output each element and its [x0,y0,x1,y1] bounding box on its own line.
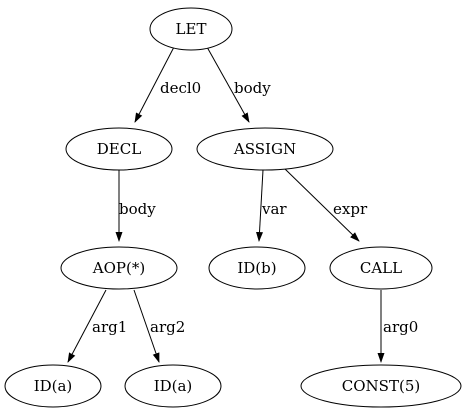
edge-aop-ida-right-line [133,289,160,363]
edge-assign-call: expr [284,168,368,242]
node-id-b-label: ID(b) [237,259,276,277]
node-decl: DECL [65,127,173,171]
node-decl-shape [65,127,173,171]
edge-let-assign-line [206,46,250,123]
node-id-a-left-shape [4,364,102,408]
node-call-shape [329,246,433,290]
node-assign-shape [196,127,334,171]
node-aop: AOP(*) [60,246,178,290]
node-id-b-shape [208,246,306,290]
node-assign-label: ASSIGN [233,140,296,158]
edge-let-decl-line [134,46,175,123]
edge-decl-aop-label: body [119,200,156,218]
node-id-a-left-label: ID(a) [34,377,73,395]
node-assign: ASSIGN [196,127,334,171]
edge-let-assign: body [206,46,271,123]
node-let-label: LET [176,20,207,38]
edge-aop-ida-left-line [67,289,107,363]
nodes: LET DECL ASSIGN AOP(*) ID(b) CALL ID(a) [4,7,462,408]
edge-assign-idb: var [256,169,287,242]
edge-let-decl: decl0 [134,46,201,123]
node-call-label: CALL [360,259,402,277]
node-id-a-right: ID(a) [124,364,222,408]
edge-aop-ida-right-label: arg2 [150,318,185,336]
node-aop-shape [60,246,178,290]
edge-assign-call-line [284,168,360,242]
node-id-a-right-shape [124,364,222,408]
edge-aop-ida-left-label: arg1 [92,318,127,336]
edge-aop-ida-right: arg2 [133,289,185,363]
edge-assign-idb-line [256,169,264,242]
node-id-a-right-label: ID(a) [154,377,193,395]
node-id-a-left: ID(a) [4,364,102,408]
edge-aop-ida-left: arg1 [67,289,127,363]
node-decl-label: DECL [97,140,141,158]
edge-assign-idb-label: var [261,200,287,218]
edge-let-assign-label: body [234,79,271,97]
node-call: CALL [329,246,433,290]
node-let-shape [149,7,233,51]
edge-call-const-label: arg0 [383,318,418,336]
edge-let-decl-label: decl0 [160,79,201,97]
edges: decl0 body body var expr arg1 ar [67,46,418,363]
edge-assign-call-label: expr [333,200,368,218]
edge-decl-aop: body [115,168,156,242]
node-const5-label: CONST(5) [342,377,420,395]
node-aop-label: AOP(*) [92,259,145,277]
node-const5: CONST(5) [300,364,462,408]
node-const5-shape [300,364,462,408]
node-id-b: ID(b) [208,246,306,290]
node-let: LET [149,7,233,51]
edge-call-const: arg0 [377,290,418,363]
